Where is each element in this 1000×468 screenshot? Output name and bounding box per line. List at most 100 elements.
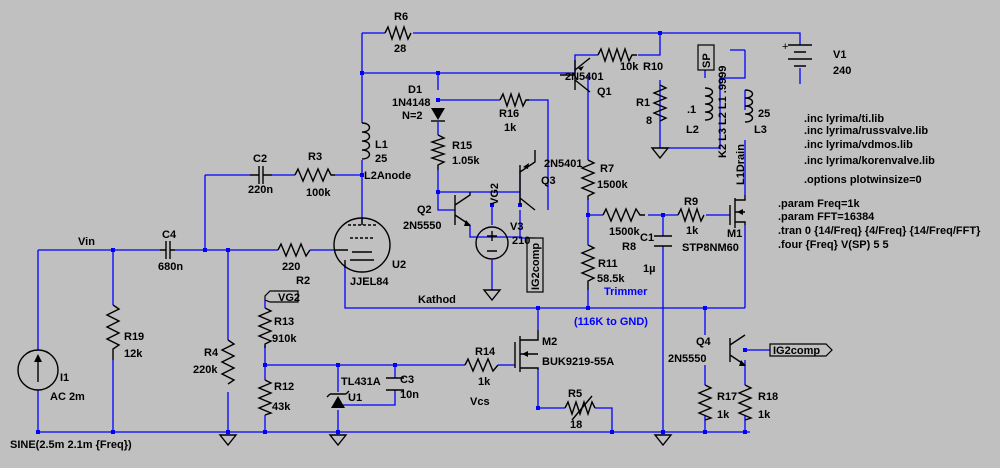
r2-value: 220 <box>282 261 300 273</box>
d1-ref: D1 <box>408 84 422 96</box>
r9-symbol <box>677 206 705 224</box>
r10-symbol <box>597 46 637 64</box>
l2-symbol <box>704 87 714 121</box>
r4-value: 220k <box>193 364 218 376</box>
r6-value: 28 <box>394 43 406 55</box>
r12-ref: R12 <box>274 381 294 393</box>
r18-value: 1k <box>758 409 771 421</box>
r11-ref: R11 <box>598 258 618 270</box>
u2-tube-symbol <box>333 217 391 273</box>
r7-ref: R7 <box>600 163 614 175</box>
r9-value: 1k <box>686 225 699 237</box>
r2-ref: R2 <box>296 275 310 287</box>
r14-symbol <box>464 357 499 373</box>
c3-value: 10n <box>400 389 419 401</box>
net-drain: L1Drain <box>735 144 747 185</box>
q3-value: 2N5401 <box>544 158 583 170</box>
net-labels: Vin L2Anode L1Drain Kathod Vcs VG2 Trimm… <box>78 144 747 408</box>
r17-value: 1k <box>717 409 730 421</box>
c1-symbol <box>654 235 672 247</box>
d1-symbol <box>431 108 445 122</box>
r17-symbol <box>697 384 713 421</box>
net-vcs: Vcs <box>470 396 490 408</box>
r10-value: 10k <box>620 61 639 73</box>
ground-symbols <box>218 147 673 447</box>
u1-ref: U1 <box>348 392 362 404</box>
r19-ref: R19 <box>124 331 144 343</box>
c1-ref: C1 <box>640 232 654 244</box>
component-labels: R6 28 10k R10 2N5401 Q1 V1 240 D1 1N4148… <box>10 11 851 451</box>
r12-value: 43k <box>272 401 291 413</box>
r2-symbol <box>277 242 311 258</box>
q2-value: 2N5550 <box>403 220 442 232</box>
q1-ref: Q1 <box>597 86 612 98</box>
r1-ref: R1 <box>636 97 650 109</box>
q3-ref: Q3 <box>541 175 556 187</box>
q4-value: 2N5550 <box>668 353 707 365</box>
r16-symbol <box>499 91 529 109</box>
r13-ref: R13 <box>274 316 294 328</box>
c2-symbol <box>250 166 272 184</box>
u1-value: TL431A <box>341 376 381 388</box>
r6-symbol <box>384 24 412 42</box>
r12-symbol <box>257 379 273 416</box>
directive-8: .tran 0 {14/Freq} {4/Freq} {14/Freq/FFT} <box>778 225 981 237</box>
r10-ref: R10 <box>643 61 663 73</box>
q3-symbol <box>519 150 536 211</box>
net-kathod: Kathod <box>418 294 456 306</box>
vg2-flag: VG2 <box>264 290 300 304</box>
r19-value: 12k <box>124 348 143 360</box>
r13-symbol <box>257 307 273 348</box>
r13-value: 910k <box>272 333 297 345</box>
sp-flag: SP <box>697 44 715 71</box>
l2-value: .1 <box>687 104 696 116</box>
c2-ref: C2 <box>253 153 267 165</box>
q4-ref: Q4 <box>696 336 712 348</box>
i1-ref: I1 <box>60 372 69 384</box>
c4-value: 680n <box>158 261 183 273</box>
m2-ref: M2 <box>542 336 557 348</box>
u1-symbol <box>326 390 350 408</box>
l2-ref: L2 <box>686 124 699 136</box>
l3-ref: L3 <box>754 124 767 136</box>
r3-value: 100k <box>306 187 331 199</box>
v3-ref: V3 <box>510 221 523 233</box>
ig2comp-flag-q3: IG2comp <box>526 237 544 293</box>
r5-symbol <box>564 395 596 421</box>
r4-ref: R4 <box>204 347 219 359</box>
ig2comp-label-2: IG2comp <box>773 345 820 357</box>
m2-value: BUK9219-55A <box>542 356 614 368</box>
vg2-flag-label: VG2 <box>278 292 300 304</box>
r15-ref: R15 <box>452 140 472 152</box>
ig2comp-flag-q4: IG2comp <box>769 343 833 357</box>
r8-value: 1500k <box>609 226 640 238</box>
c3-ref: C3 <box>400 374 414 386</box>
q2-ref: Q2 <box>417 204 432 216</box>
l1-ref: L1 <box>375 139 388 151</box>
svg-text:+: + <box>782 41 788 53</box>
q4-symbol <box>729 334 746 366</box>
directive-1: .inc lyrima/ti.lib <box>804 113 884 125</box>
l1-symbol <box>361 122 371 160</box>
ig2comp-label-1: IG2comp <box>530 243 542 290</box>
r15-symbol <box>429 134 447 170</box>
v3-symbol <box>475 226 509 260</box>
r11-symbol <box>580 244 596 290</box>
r18-symbol <box>737 384 753 421</box>
v1-symbol: + <box>782 41 812 67</box>
r14-ref: R14 <box>475 346 496 358</box>
r16-value: 1k <box>504 122 517 134</box>
m2-symbol <box>514 330 539 372</box>
r5-value: 18 <box>570 419 582 431</box>
r7-value: 1500k <box>597 179 628 191</box>
trimmer-gnd-note: (116K to GND) <box>574 316 648 328</box>
directive-6: .param Freq=1k <box>778 198 861 210</box>
r11-value: 58.5k <box>597 273 625 285</box>
v1-ref: V1 <box>833 49 846 61</box>
i1-source-spec: SINE(2.5m 2.1m {Freq}) <box>10 439 132 451</box>
m1-ref: M1 <box>727 228 742 240</box>
u2-ref: U2 <box>392 259 406 271</box>
r14-value: 1k <box>478 376 491 388</box>
i1-value: AC 2m <box>50 391 85 403</box>
